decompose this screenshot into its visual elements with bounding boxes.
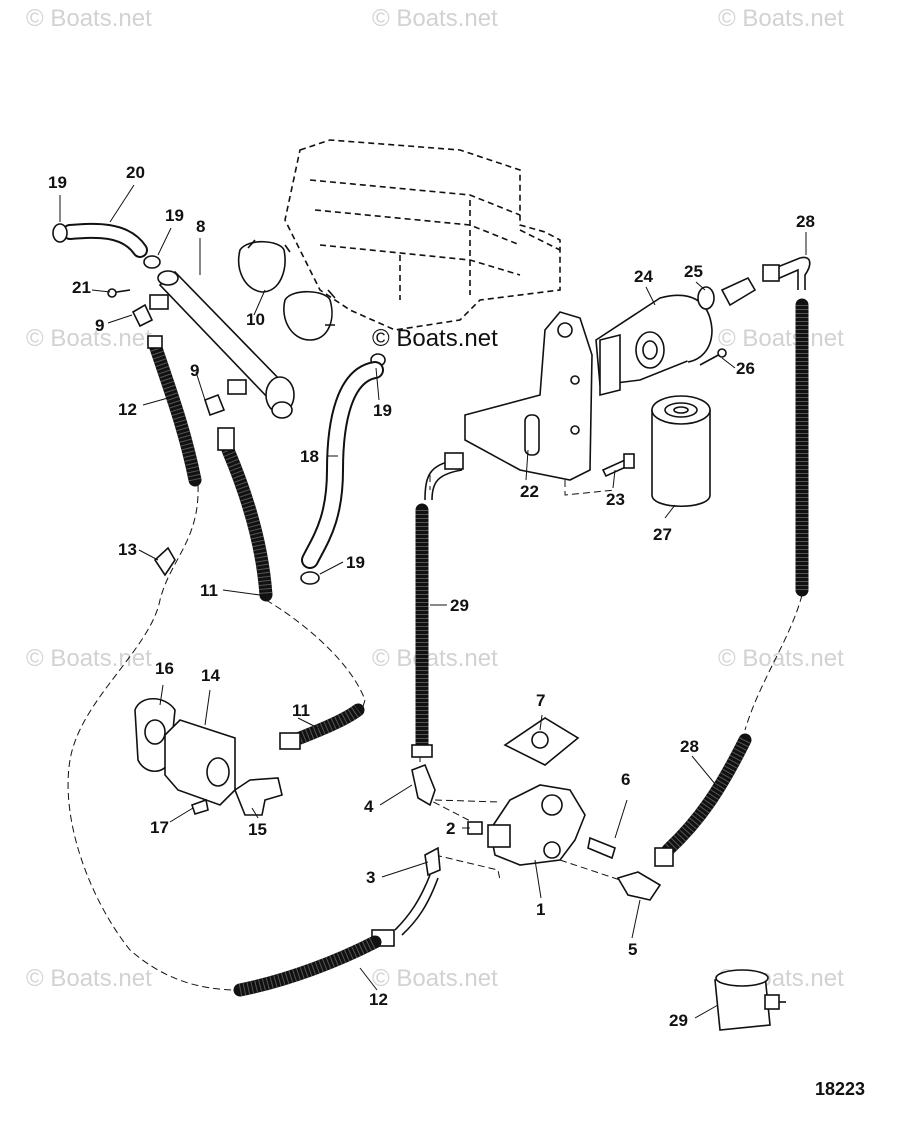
fitting-25	[720, 276, 757, 307]
callout-7: 7	[536, 691, 545, 710]
callout-1: 1	[536, 900, 545, 919]
fitting-13	[153, 546, 176, 577]
callout-19: 19	[165, 206, 184, 225]
callout-19: 19	[346, 553, 365, 572]
callout-26: 26	[736, 359, 755, 378]
watermark: © Boats.net	[26, 645, 152, 672]
watermark: © Boats.net	[372, 325, 498, 352]
callout-21: 21	[72, 278, 91, 297]
watermark: © Boats.net	[372, 5, 498, 32]
watermark: © Boats.net	[718, 325, 844, 352]
callout-28: 28	[796, 212, 815, 231]
fitting-4	[411, 763, 436, 807]
oil-hose-11-upper	[217, 427, 273, 602]
callout-6: 6	[621, 770, 630, 789]
callout-17: 17	[150, 818, 169, 837]
oil-hose-11-lower	[279, 703, 365, 750]
callout-10: 10	[246, 310, 265, 329]
callout-leaders	[59, 184, 807, 1019]
screw-17	[190, 798, 209, 815]
oil-hose-29-center	[411, 452, 464, 758]
callout-13: 13	[118, 540, 137, 559]
screw-23	[601, 453, 635, 478]
watermark: © Boats.net	[26, 325, 152, 352]
fitting-5	[616, 871, 662, 901]
callout-2: 2	[446, 819, 455, 838]
callout-11: 11	[200, 581, 218, 600]
callout-24: 24	[634, 267, 653, 286]
callout-16: 16	[155, 659, 174, 678]
watermarks: © Boats.net © Boats.net © Boats.net © Bo…	[26, 5, 844, 992]
callout-28: 28	[680, 737, 699, 756]
watermark: © Boats.net	[372, 645, 498, 672]
callout-29: 29	[669, 1011, 688, 1030]
diagram-number: 18223	[815, 1079, 865, 1099]
callout-9: 9	[190, 361, 199, 380]
mounting-clamp-10	[238, 239, 336, 341]
callout-labels: 19 20 19 8 21 9 9 10 12 19 18 19 13 11 1…	[48, 163, 815, 1030]
callout-4: 4	[364, 797, 374, 816]
callout-15: 15	[248, 820, 267, 839]
screw-6	[587, 836, 616, 860]
bracket-22	[464, 311, 593, 481]
watermark: © Boats.net	[26, 5, 152, 32]
gasket-7	[503, 717, 580, 766]
callout-12: 12	[118, 400, 137, 419]
plug-2	[467, 821, 483, 835]
oil-filter-27	[651, 395, 711, 508]
callout-3: 3	[366, 868, 375, 887]
fitting-9	[131, 303, 226, 417]
oil-cooler-8	[149, 270, 295, 419]
callout-29: 29	[450, 596, 469, 615]
filter-mount-24	[595, 294, 713, 397]
oil-hose-12-lower	[233, 935, 382, 997]
adapter-block-1	[487, 784, 586, 866]
callout-8: 8	[196, 217, 205, 236]
callout-19: 19	[373, 401, 392, 420]
callout-19: 19	[48, 173, 67, 192]
callout-23: 23	[606, 490, 625, 509]
callout-27: 27	[653, 525, 672, 544]
watermark: © Boats.net	[26, 965, 152, 992]
oil-hose-28-lower	[654, 733, 752, 867]
screw-21	[107, 288, 131, 298]
callout-12: 12	[369, 990, 388, 1009]
watermark: © Boats.net	[718, 645, 844, 672]
callout-14: 14	[201, 666, 220, 685]
callout-18: 18	[300, 447, 319, 466]
hose-elbow-20	[62, 222, 148, 258]
screw-26	[699, 348, 727, 366]
fitting-3	[371, 846, 441, 947]
callout-5: 5	[628, 940, 637, 959]
hose-clamp-19	[52, 223, 386, 585]
oil-hose-28-right	[762, 256, 811, 597]
elbow-fitting-15	[234, 777, 283, 816]
callout-25: 25	[684, 262, 703, 281]
engine-outline	[284, 139, 561, 331]
callout-9: 9	[95, 316, 104, 335]
oil-hose-12-upper	[147, 335, 202, 487]
oil-filter-adapter-14	[164, 719, 236, 806]
callout-11: 11	[292, 701, 310, 720]
watermark: © Boats.net	[718, 5, 844, 32]
hose-18	[301, 361, 384, 569]
watermark: © Boats.net	[372, 965, 498, 992]
oil-pressure-sender-29	[714, 969, 786, 1031]
callout-20: 20	[126, 163, 145, 182]
o-ring-25	[697, 286, 715, 310]
callout-22: 22	[520, 482, 539, 501]
